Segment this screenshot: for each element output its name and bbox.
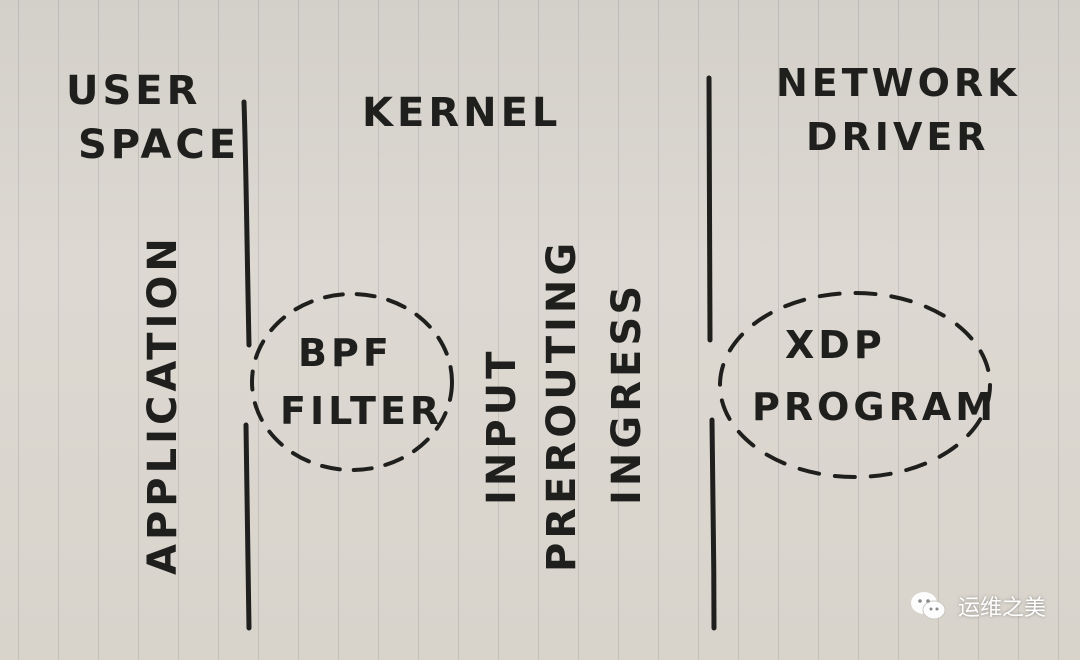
application-label: APPLICATION (140, 234, 186, 575)
ingress-label: INGRESS (604, 282, 650, 505)
divider-right-upper (706, 75, 713, 343)
divider-left-upper (241, 99, 252, 348)
divider-left-lower (243, 422, 252, 631)
prerouting-label: PREROUTING (539, 239, 585, 572)
input-label: INPUT (479, 348, 525, 505)
watermark: 运维之美 (908, 586, 1046, 626)
user-space-label-line1: USER (66, 68, 201, 114)
wechat-icon (910, 592, 946, 620)
user-space-label-line2: SPACE (78, 122, 240, 168)
kernel-label: KERNEL (362, 90, 561, 136)
bpf-dashed-ellipse (250, 292, 454, 472)
filter-label: FILTER (280, 389, 443, 433)
network-driver-label-line1: NETWORK (776, 61, 1021, 105)
divider-right-lower (709, 417, 717, 631)
xdp-dashed-ellipse (718, 291, 992, 479)
bpf-label: BPF (298, 331, 393, 375)
network-driver-label-line2: DRIVER (806, 115, 990, 159)
watermark-text: 运维之美 (957, 596, 1046, 621)
program-label: PROGRAM (752, 385, 997, 429)
xdp-label: XDP (785, 323, 886, 367)
